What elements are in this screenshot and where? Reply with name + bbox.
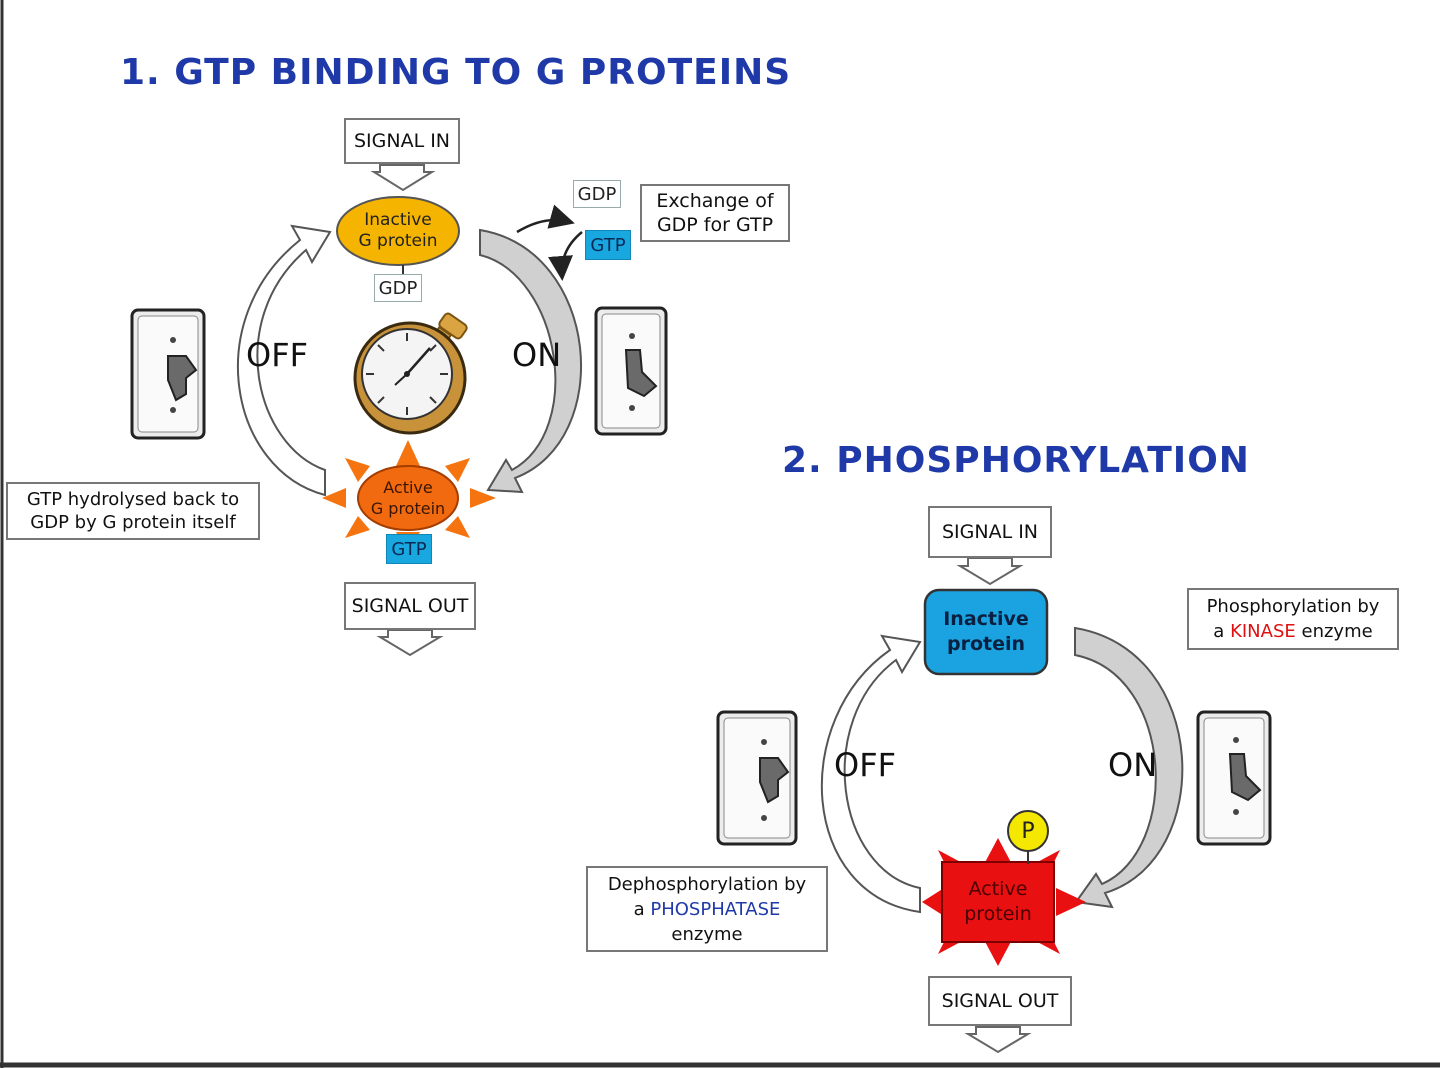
- hydrolysis-note: GTP hydrolysed back to GDP by G protein …: [6, 482, 260, 540]
- section-2-title: 2. PHOSPHORYLATION: [782, 440, 1250, 481]
- gtp-binding-arrow: [548, 231, 583, 281]
- phosphatase-note: Dephosphorylation by a PHOSPHATASE enzym…: [586, 866, 828, 952]
- kinase-note-tail: enzyme: [1301, 621, 1373, 642]
- active-protein-line1: Active: [968, 878, 1028, 900]
- signal-in-label-2: SIGNAL IN: [941, 521, 1039, 543]
- signal-out-arrow-1: [376, 629, 444, 657]
- stopwatch-icon: [353, 312, 468, 435]
- inactive-protein: Inactive protein: [925, 592, 1047, 672]
- signal-out-label-2: SIGNAL OUT: [941, 990, 1059, 1012]
- section-1-title: 1. GTP BINDING TO G PROTEINS: [120, 52, 792, 93]
- kinase-note-line1: Phosphorylation by: [1206, 596, 1380, 617]
- light-switch-off-icon: [130, 308, 206, 440]
- active-protein-shape: [941, 861, 1055, 943]
- inactive-g-protein-line1: Inactive: [364, 210, 432, 230]
- inactive-g-protein: Inactive G protein: [340, 200, 456, 262]
- light-switch-on-icon: [1196, 710, 1272, 846]
- gdp-tag-bound: GDP: [374, 274, 422, 302]
- gdp-tag-released-label: GDP: [577, 183, 617, 205]
- signal-out-label-1: SIGNAL OUT: [351, 595, 469, 617]
- phosphatase-note-line1: Dephosphorylation by: [607, 873, 807, 895]
- signal-in-arrow-2: [956, 557, 1024, 586]
- active-g-protein-shape: [357, 465, 459, 531]
- signal-in-label-1: SIGNAL IN: [353, 130, 451, 152]
- kinase-note: Phosphorylation by a KINASE enzyme: [1187, 588, 1399, 650]
- gdp-release-arrow: [516, 204, 575, 234]
- off-cycle-arrow-1: [237, 224, 332, 497]
- inactive-protein-line1: Inactive: [943, 608, 1029, 630]
- active-g-protein-line1: Active: [383, 478, 433, 497]
- gtp-tag-incoming-label: GTP: [590, 234, 626, 256]
- kinase-enzyme-name: KINASE: [1230, 621, 1296, 642]
- phosphate-circle: [1007, 810, 1049, 852]
- gtp-tag-incoming: GTP: [585, 230, 631, 260]
- signal-in-arrow-1: [370, 164, 436, 192]
- active-protein: Active protein: [942, 864, 1054, 940]
- kinase-note-article: a: [1213, 621, 1225, 642]
- hydrolysis-note-line1: GTP hydrolysed back to: [26, 489, 240, 510]
- phosphatase-note-tail: enzyme: [671, 923, 743, 945]
- gtp-tag-bound-label: GTP: [391, 538, 427, 560]
- on-label-1: ON: [512, 336, 562, 374]
- on-label-2: ON: [1108, 746, 1158, 784]
- exchange-note-line2: GDP for GTP: [656, 214, 774, 236]
- signal-in-box-1: SIGNAL IN: [344, 118, 460, 164]
- exchange-note: Exchange of GDP for GTP: [640, 184, 790, 242]
- inactive-protein-shape: [923, 588, 1049, 676]
- light-switch-off-icon: [716, 710, 798, 846]
- phosphate-label: P: [1021, 818, 1035, 844]
- phosphatase-note-line2: a PHOSPHATASE: [634, 897, 781, 922]
- off-cycle-arrow-2: [820, 634, 922, 914]
- light-switch-on-icon: [594, 306, 668, 436]
- signal-out-arrow-2: [964, 1026, 1032, 1054]
- on-cycle-arrow-2: [1074, 626, 1184, 909]
- gdp-tag-bound-label: GDP: [378, 277, 418, 299]
- gtp-tag-bound: GTP: [386, 534, 432, 564]
- inactive-g-protein-line2: G protein: [358, 231, 438, 251]
- phosphatase-enzyme-name: PHOSPHATASE: [650, 898, 781, 920]
- off-label-1: OFF: [246, 336, 308, 374]
- inactive-protein-line2: protein: [946, 633, 1026, 655]
- exchange-note-line1: Exchange of: [656, 190, 774, 212]
- active-protein-line2: protein: [964, 903, 1032, 925]
- signal-out-box-1: SIGNAL OUT: [344, 582, 476, 630]
- active-g-protein: Active G protein: [358, 472, 458, 524]
- kinase-note-line2: a KINASE enzyme: [1213, 619, 1372, 644]
- active-g-protein-line2: G protein: [370, 499, 446, 518]
- gdp-tag-released: GDP: [573, 180, 621, 208]
- off-label-2: OFF: [834, 746, 896, 784]
- on-cycle-arrow-1: [479, 228, 582, 494]
- inactive-g-protein-shape: [336, 196, 460, 266]
- signal-out-box-2: SIGNAL OUT: [928, 976, 1072, 1026]
- phosphatase-note-article: a: [633, 898, 645, 920]
- signal-in-box-2: SIGNAL IN: [928, 506, 1052, 558]
- hydrolysis-note-line2: GDP by G protein itself: [30, 512, 236, 533]
